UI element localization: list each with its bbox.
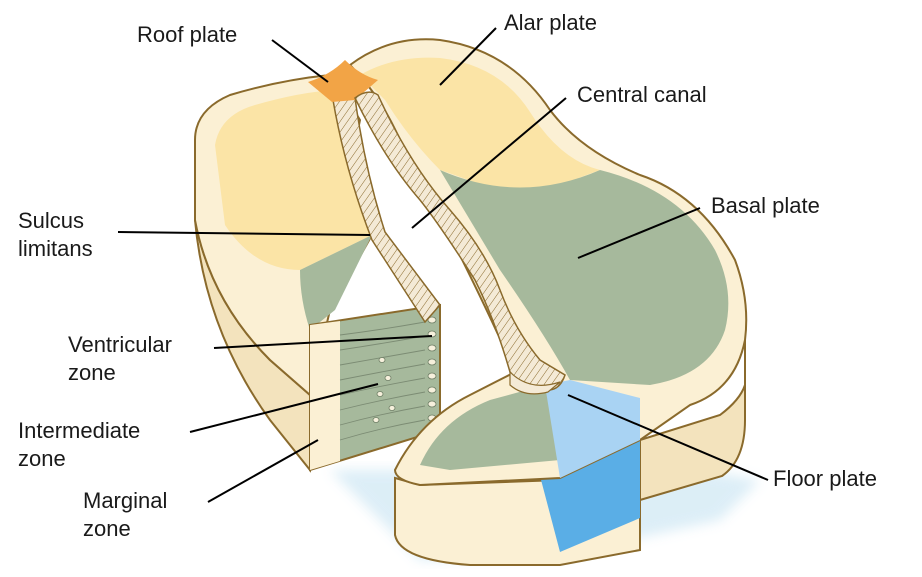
basal-plate-label: Basal plate <box>711 193 820 219</box>
marginal-zone-label-line2: zone <box>83 516 131 542</box>
leader-roof-plate <box>272 40 328 82</box>
sulcus-limitans-label-line1: Sulcus <box>18 208 84 234</box>
roof-plate-label: Roof plate <box>137 22 237 48</box>
marginal-zone-label-line1: Marginal <box>83 488 167 514</box>
intermediate-zone-label-line1: Intermediate <box>18 418 140 444</box>
alar-plate-label: Alar plate <box>504 10 597 36</box>
central-canal-label: Central canal <box>577 82 707 108</box>
floor-plate-label: Floor plate <box>773 466 877 492</box>
intermediate-zone-label-line2: zone <box>18 446 66 472</box>
sulcus-limitans-label-line2: limitans <box>18 236 93 262</box>
ventricular-zone-label-line1: Ventricular <box>68 332 172 358</box>
leader-marginal-zone <box>208 440 318 502</box>
ventricular-zone-label-line2: zone <box>68 360 116 386</box>
